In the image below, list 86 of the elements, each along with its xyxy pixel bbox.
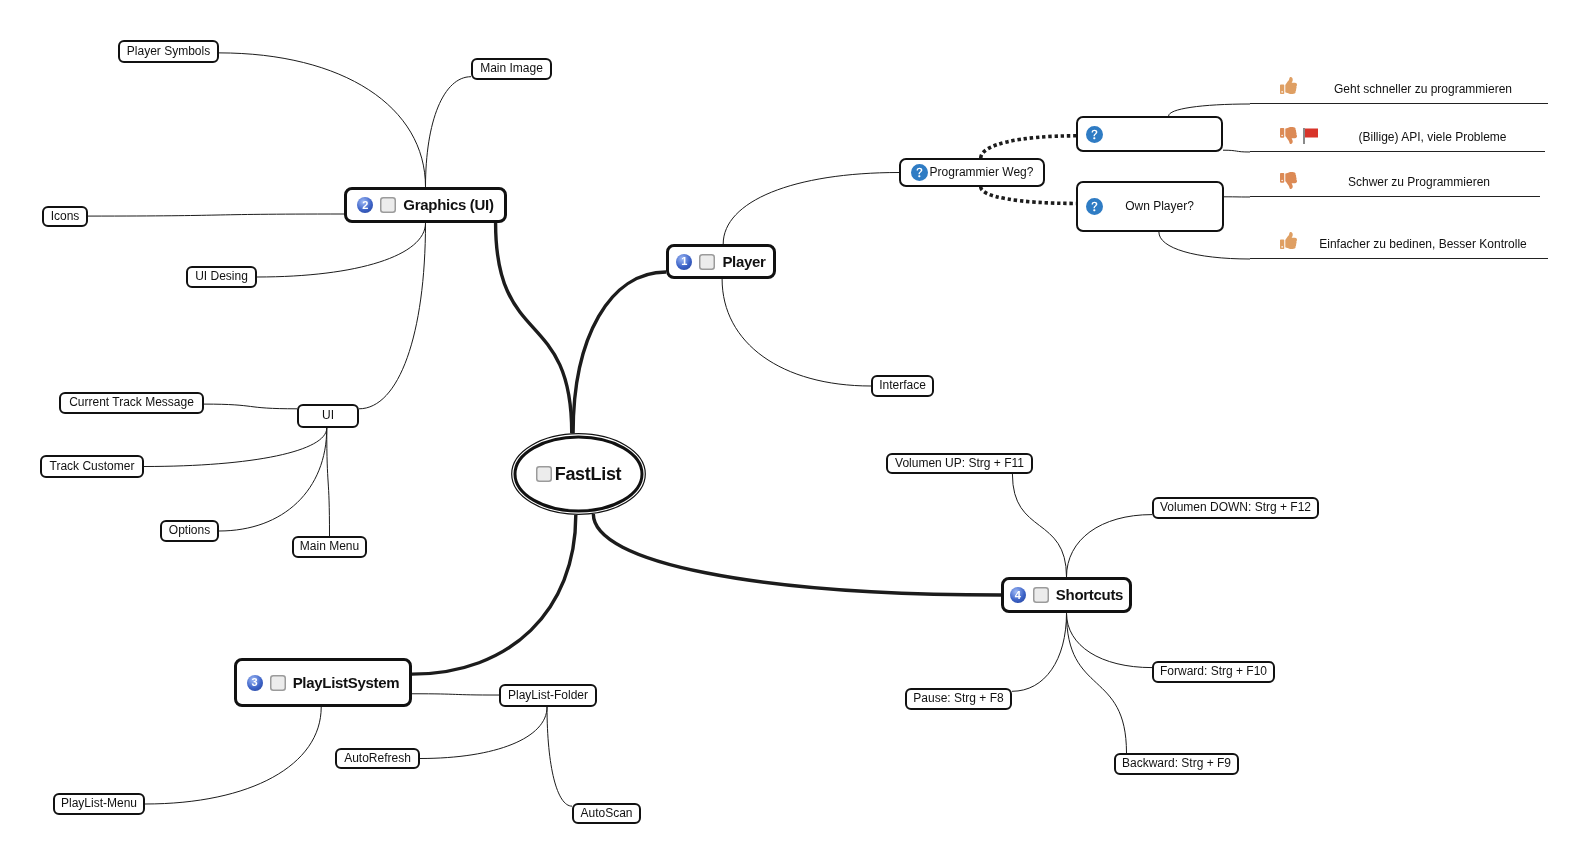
subtopic-box bbox=[1076, 116, 1223, 152]
branch-line bbox=[425, 76, 472, 188]
subtopic-box bbox=[160, 520, 219, 542]
subtopic-box bbox=[1076, 181, 1224, 232]
topic-label: AutoScan bbox=[580, 806, 633, 821]
branch-line bbox=[722, 172, 900, 245]
main-topic-box bbox=[666, 244, 776, 279]
topic-label: Graphics (UI) bbox=[403, 196, 494, 214]
subtopic-box bbox=[572, 803, 641, 824]
subtopic-box bbox=[292, 536, 367, 558]
subtopic-box bbox=[42, 206, 88, 227]
underlined-topic bbox=[1250, 76, 1548, 104]
main-topic-box bbox=[1001, 577, 1132, 613]
branch-line bbox=[411, 693, 500, 696]
subtopic-box bbox=[1152, 497, 1319, 519]
branch-line bbox=[571, 270, 667, 434]
branch-line bbox=[203, 403, 298, 410]
subtopic-box bbox=[886, 453, 1033, 474]
branch-line bbox=[1158, 231, 1251, 260]
branch-line bbox=[493, 222, 574, 434]
topic-label: Options bbox=[168, 524, 211, 538]
branch-line bbox=[1066, 612, 1127, 754]
branch-line bbox=[1222, 149, 1251, 153]
branch-line bbox=[1168, 103, 1251, 117]
subtopic-box bbox=[59, 392, 204, 414]
topic-label: Own Player? bbox=[1124, 199, 1195, 214]
priority-marker: 1 bbox=[676, 253, 693, 270]
priority-marker: 4 bbox=[1009, 587, 1026, 603]
topic-label: Backward: Strg + F9 bbox=[1121, 757, 1231, 771]
underlined-topic bbox=[1250, 124, 1545, 152]
branch-line bbox=[326, 427, 330, 537]
topic-label: FastList bbox=[554, 463, 622, 485]
topic-label: Current Track Message bbox=[69, 396, 194, 410]
branch-line bbox=[591, 513, 1001, 597]
underlined-topic bbox=[1250, 169, 1540, 197]
branch-line bbox=[721, 278, 872, 387]
topic-label: Volumen DOWN: Strg + F12 bbox=[1159, 501, 1312, 515]
branch-line bbox=[979, 134, 1077, 159]
topic-label: Programmier Weg? bbox=[929, 165, 1034, 180]
topic-label: Pause: Strg + F8 bbox=[913, 692, 1004, 706]
topic-label: Main Menu bbox=[299, 540, 360, 554]
topic-label: UI Desing bbox=[195, 270, 248, 284]
topic-label: Schwer zu Programmieren bbox=[1346, 176, 1492, 190]
topic-label: Forward: Strg + F10 bbox=[1159, 665, 1267, 679]
topic-label: Track Customer bbox=[49, 459, 135, 474]
branch-line bbox=[1223, 196, 1251, 198]
subtopic-box bbox=[471, 58, 552, 80]
branch-line bbox=[358, 222, 426, 410]
subtopic-box bbox=[53, 793, 145, 815]
main-topic-box bbox=[344, 187, 507, 223]
branch-line bbox=[979, 186, 1076, 206]
topic-label: Geht schneller zu programmieren bbox=[1332, 83, 1514, 97]
branch-line bbox=[1066, 514, 1153, 578]
subtopic-box bbox=[297, 404, 359, 428]
branch-line bbox=[411, 514, 578, 676]
topic-label: Player bbox=[722, 252, 766, 271]
subtopic-box bbox=[899, 158, 1045, 187]
topic-label: Icons bbox=[50, 209, 80, 224]
subtopic-box bbox=[186, 266, 257, 288]
priority-marker: 3 bbox=[246, 674, 263, 691]
topic-label: PlayListSystem bbox=[292, 673, 400, 692]
subtopic-box bbox=[335, 748, 420, 769]
topic-label: PlayList-Folder bbox=[508, 688, 588, 703]
subtopic-box bbox=[905, 688, 1012, 710]
topic-label: (Billige) API, viele Probleme bbox=[1357, 131, 1508, 145]
topic-label: AutoRefresh bbox=[344, 751, 411, 766]
central-topic-ellipse bbox=[511, 433, 646, 515]
topic-label: UI bbox=[322, 409, 334, 423]
subtopic-box bbox=[1152, 661, 1275, 683]
topic-label: Interface bbox=[879, 379, 926, 393]
subtopic-box bbox=[118, 40, 219, 63]
topic-label: Volumen UP: Strg + F11 bbox=[895, 456, 1024, 471]
subtopic-box bbox=[40, 455, 144, 478]
priority-marker: 2 bbox=[357, 197, 374, 213]
main-topic-box bbox=[234, 658, 412, 707]
topic-label: Player Symbols bbox=[126, 44, 211, 59]
topic-label: PlayList-Menu bbox=[61, 797, 137, 811]
subtopic-box bbox=[1114, 753, 1239, 775]
branch-line bbox=[546, 706, 573, 807]
subtopic-box bbox=[499, 684, 597, 707]
topic-label: Shortcuts bbox=[1055, 586, 1124, 604]
subtopic-box bbox=[871, 375, 934, 397]
branch-line bbox=[144, 706, 322, 805]
topic-label: Einfacher zu bedinen, Besser Kontrolle bbox=[1318, 238, 1528, 252]
branch-line bbox=[87, 213, 345, 217]
topic-label: Main Image bbox=[480, 62, 543, 76]
